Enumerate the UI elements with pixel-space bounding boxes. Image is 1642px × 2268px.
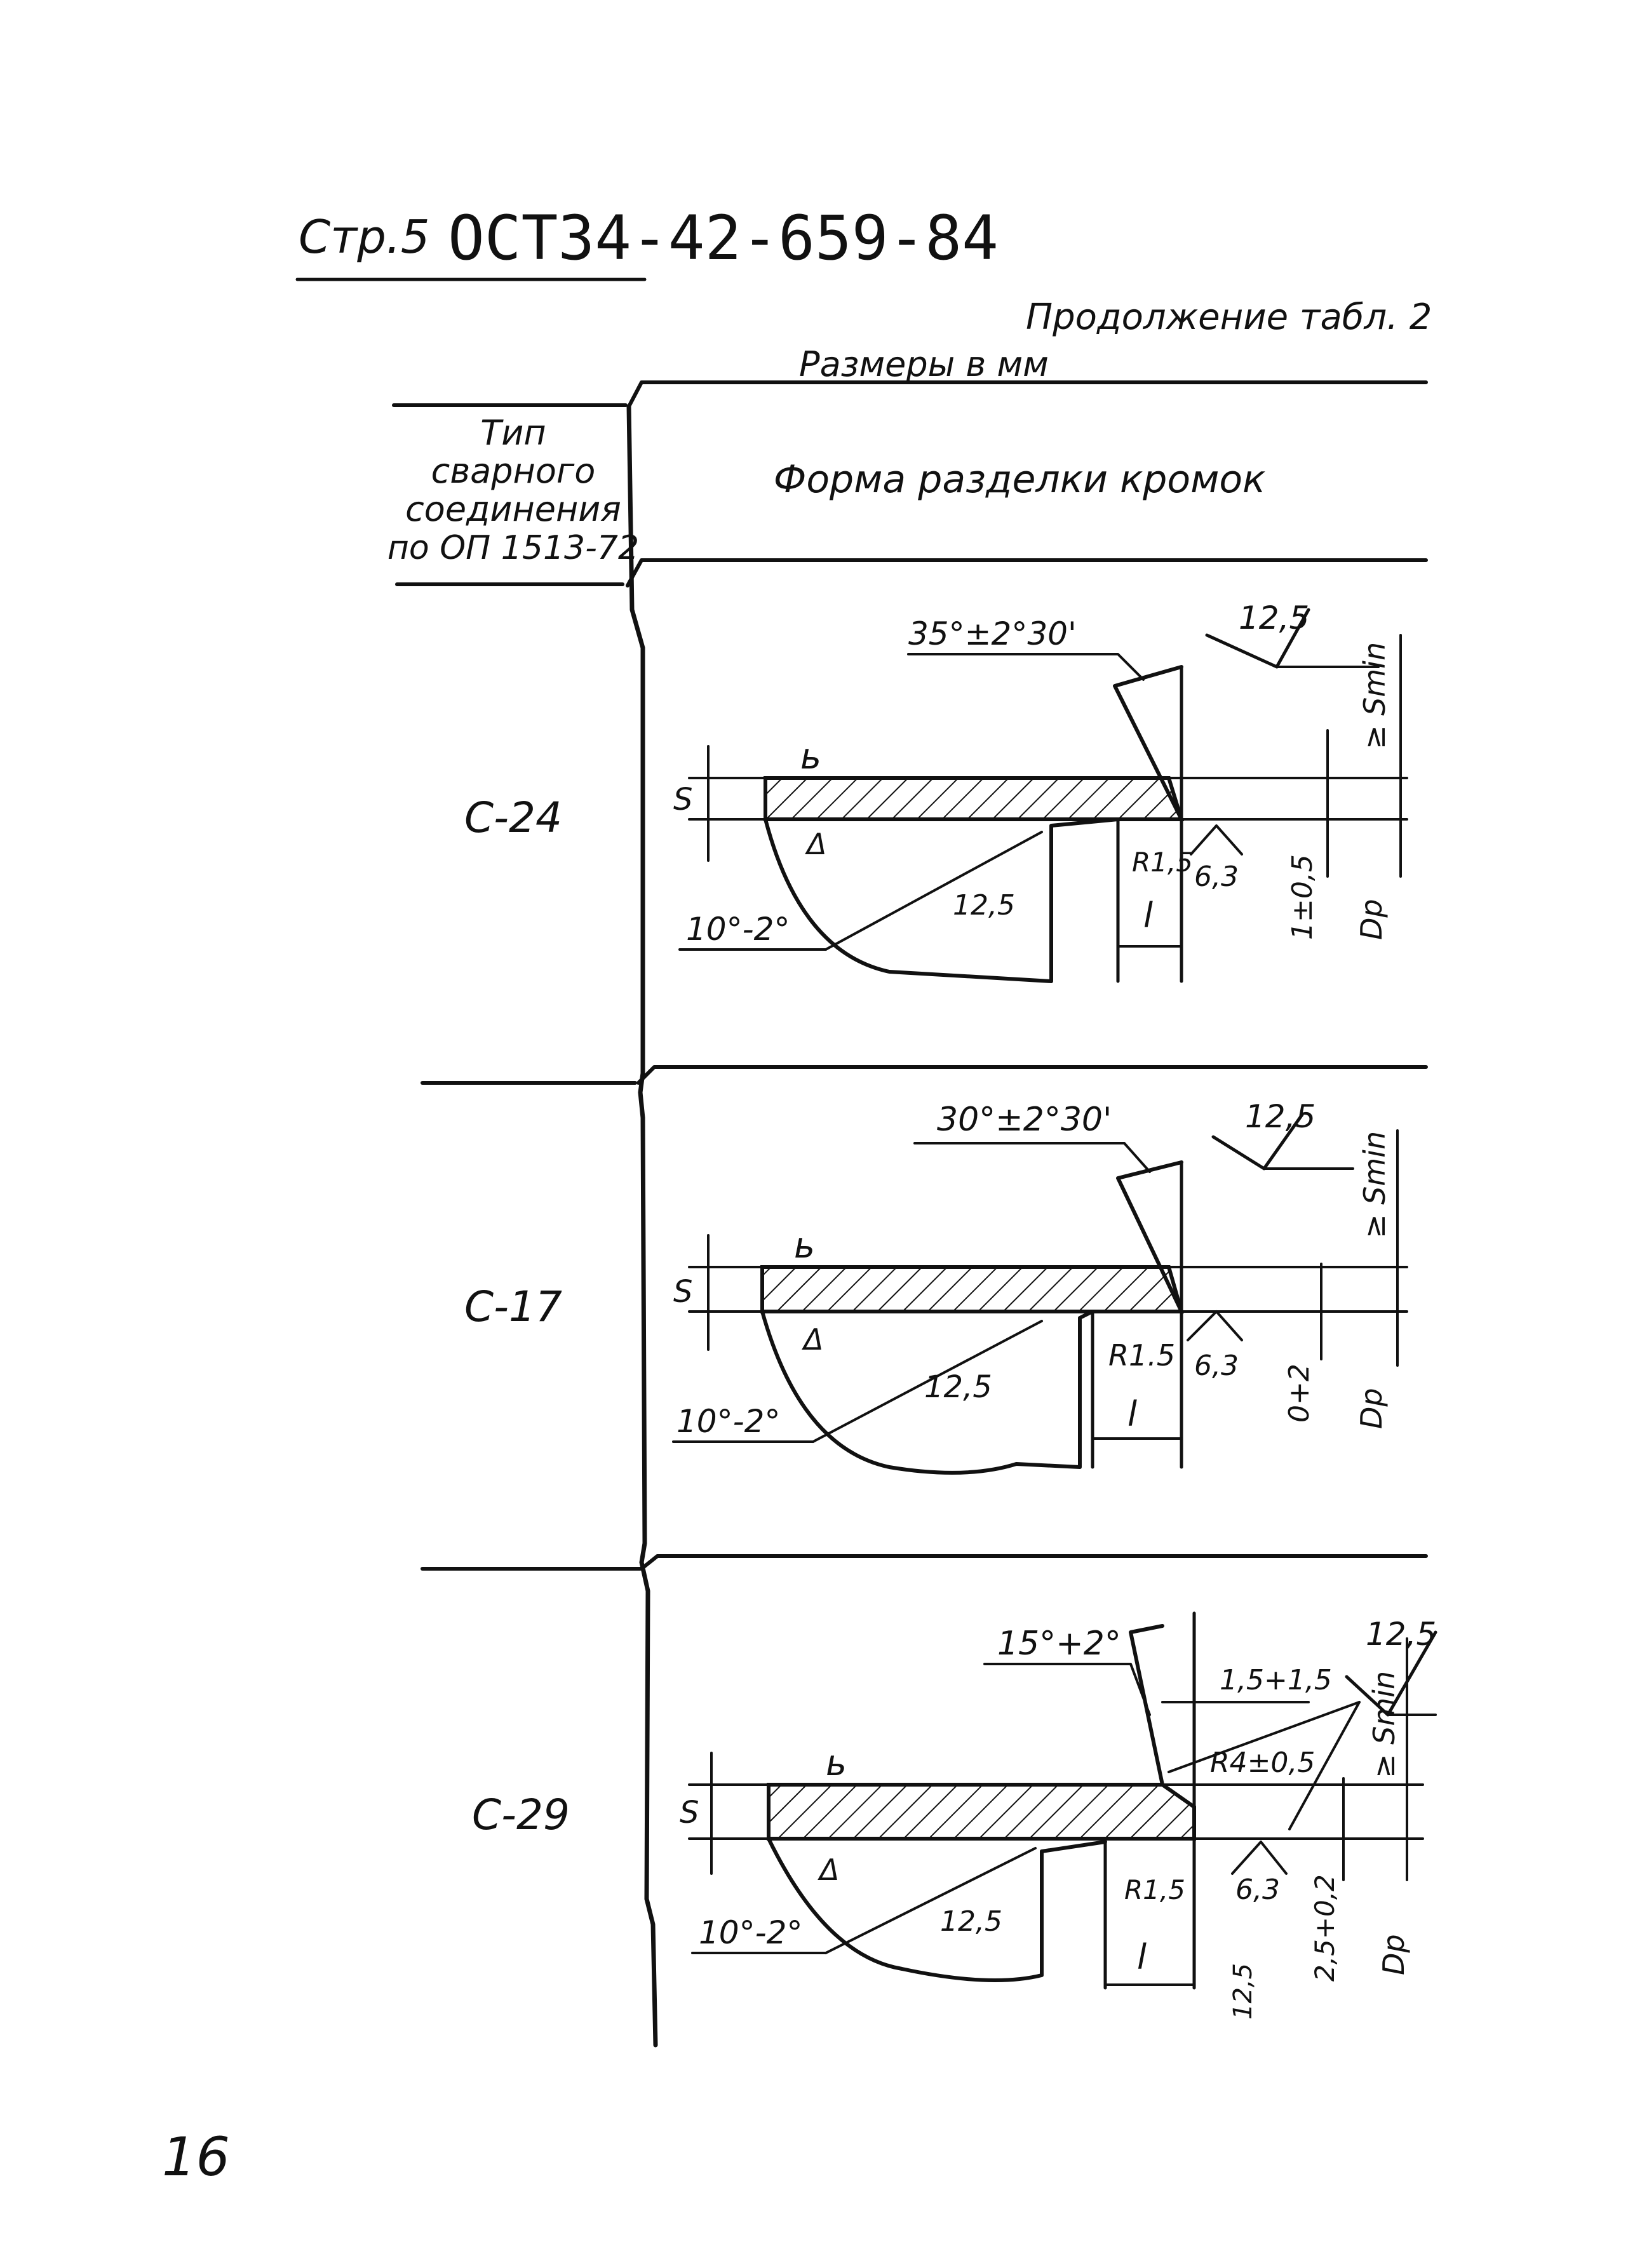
joint-type: С-29 [472, 1790, 570, 1839]
smin: ≥ Smin [1357, 642, 1392, 749]
roughness-top-ray-2 [1288, 1701, 1361, 1830]
bevel-angle: 15°+2° [997, 1625, 1121, 1663]
roughness-land-mark [1187, 1310, 1243, 1341]
roughness-bottom: 12,5 [1228, 1963, 1258, 2020]
radius: R1,5 [1132, 847, 1193, 878]
land-length: l [1137, 1937, 1147, 1977]
bevel-outline [1116, 1160, 1183, 1313]
root-ray [824, 1847, 1037, 1954]
offset: 2,5+0,2 [1309, 1874, 1340, 1982]
root-angle: 10°-2° [699, 1914, 802, 1951]
row-c17: С-17 30°±2°30' 12,5 l R1.5 6,3 10°-2° 12… [464, 1098, 1408, 1475]
root-angle: 10°-2° [676, 1403, 780, 1440]
bevel-leader [983, 1663, 1151, 1716]
row-divider-1-right [636, 1065, 1428, 1085]
bevel-leader [907, 653, 1145, 681]
inner-contour [764, 817, 1120, 983]
root-radius: R4±0,5 [1210, 1747, 1315, 1779]
page-number: 16 [162, 2126, 230, 2188]
root-angle: 10°-2° [686, 911, 790, 948]
roughness-inner: 12,5 [940, 1905, 1002, 1938]
pipe-wall-section [767, 1783, 1196, 1841]
col1-header-line1: Тип [480, 413, 546, 453]
land-length: l [1127, 1394, 1137, 1434]
weld-symbol-bottom-icon: Δ [805, 827, 826, 861]
roughness-land: 6,3 [1194, 861, 1239, 893]
bevel-angle: 30°±2°30' [937, 1101, 1112, 1139]
bevel-angle: 35°±2°30' [908, 615, 1077, 652]
roughness-top-ray [1168, 1701, 1361, 1773]
dp: Dp [1376, 1934, 1411, 1975]
col2-header: Форма разделки кромок [774, 457, 1266, 502]
radius: R1.5 [1108, 1338, 1175, 1372]
header-divider-right [626, 558, 1428, 587]
roughness-top: 12,5 [1239, 600, 1309, 636]
dp: Dp [1354, 1388, 1389, 1429]
thickness: S [673, 1274, 692, 1310]
roughness-land-mark [1190, 824, 1243, 856]
pipe-wall-section [760, 1265, 1184, 1313]
root-gap: 1,5+1,5 [1220, 1664, 1332, 1696]
roughness-top: 12,5 [1245, 1098, 1316, 1135]
weld-symbol-top-icon: ь [794, 1225, 815, 1266]
bevel-leader [913, 1142, 1151, 1173]
roughness-land: 6,3 [1235, 1874, 1280, 1906]
thickness: S [680, 1795, 699, 1830]
weld-symbol-bottom-icon: Δ [818, 1853, 839, 1887]
roughness-land-mark [1231, 1841, 1288, 1875]
land-length: l [1143, 896, 1153, 936]
smin: ≥ Smin [1367, 1671, 1401, 1778]
weld-symbol-top-icon: ь [800, 736, 821, 777]
col1-header-line3: соединения [405, 489, 621, 529]
thickness: S [673, 782, 692, 817]
roughness-top: 12,5 [1366, 1616, 1436, 1653]
offset: 1±0,5 [1286, 854, 1319, 940]
root-ray [824, 831, 1043, 951]
page-label: Стр.5 [299, 210, 430, 264]
inner-contour [767, 1837, 1107, 1982]
radius: R1,5 [1124, 1874, 1185, 1905]
row-c24: С-24 35°±2°30' 12,5 l R1,5 6,3 10°-2° 12… [464, 600, 1408, 983]
standard-number: ОСТ34-42-659-84 [448, 203, 999, 274]
row-divider-2-right [640, 1554, 1428, 1571]
col1-header-line4: по ОП 1513-72 [387, 529, 639, 567]
root-ray [812, 1320, 1043, 1443]
dp: Dp [1354, 899, 1389, 940]
continuation-label: Продолжение табл. 2 [1026, 297, 1432, 338]
weld-symbol-top-icon: ь [826, 1743, 847, 1784]
bevel-outline [1113, 665, 1183, 821]
row-c29: С-29 15°+2° 1,5+1,5 12,5 R4±0,5 l R1,5 6… [472, 1611, 1437, 2020]
joint-type: С-24 [464, 793, 562, 842]
roughness-land: 6,3 [1194, 1350, 1239, 1382]
column-separator [626, 404, 658, 2048]
table-top-line-right [627, 380, 1428, 408]
inner-contour [760, 1310, 1094, 1475]
offset: 0+2 [1283, 1364, 1316, 1423]
col1-header-line2: сварного [431, 451, 596, 491]
joint-type: С-17 [464, 1282, 562, 1331]
roughness-inner: 12,5 [953, 889, 1015, 922]
smin: ≥ Smin [1357, 1131, 1392, 1238]
roughness-inner: 12,5 [924, 1369, 992, 1405]
pipe-wall-section [764, 776, 1185, 821]
weld-symbol-bottom-icon: Δ [802, 1322, 823, 1357]
units-label: Размеры в мм [799, 344, 1049, 384]
bevel-outline [1129, 1624, 1164, 1787]
